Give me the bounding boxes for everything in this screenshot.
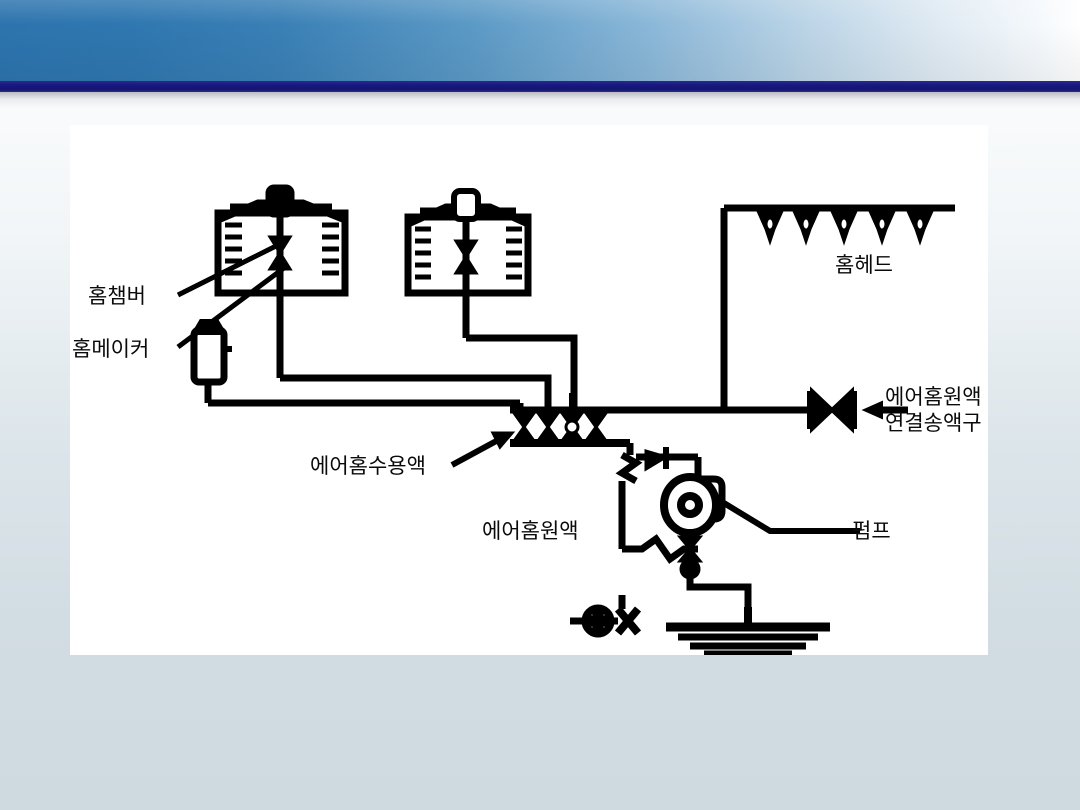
- cross-valve: [614, 606, 642, 636]
- annotation-arrows: [450, 400, 908, 468]
- check-valve-top: [644, 447, 670, 472]
- diagram-panel: 홈챔버 홈메이커 홈헤드 에어홈원액 연결송액구 에어홈수용액 에어홈원액 펌프: [70, 125, 988, 655]
- foam-head-3: [829, 209, 859, 246]
- foam-head-1: [755, 209, 785, 246]
- foam-head-4: [867, 209, 897, 246]
- manifold-valve-1: [511, 411, 537, 443]
- foam-chamber-2: [404, 188, 532, 338]
- gate-valve-inlet: [724, 386, 857, 434]
- foam-chamber-2-hatch-right: [506, 226, 522, 280]
- label-inlet-line2: 연결송액구: [885, 411, 982, 435]
- manifold-valve-4: [583, 411, 609, 443]
- globe-valve-concentrate: [581, 604, 615, 638]
- manifold-valve-2: [535, 393, 561, 443]
- leader-lines: [176, 240, 290, 350]
- pump-body: [660, 473, 726, 537]
- foam-head-group: [720, 204, 955, 410]
- foam-chamber-2-hatch-left: [415, 226, 431, 280]
- foam-system-diagram: 홈챔버 홈메이커 홈헤드 에어홈원액 연결송액구 에어홈수용액 에어홈원액 펌프: [70, 125, 988, 655]
- label-pump: 펌프: [852, 519, 891, 543]
- label-foam-chamber: 홈챔버: [88, 284, 146, 308]
- header-drop-shadow: [0, 92, 1080, 108]
- manifold-valve-3: [559, 393, 585, 443]
- header-gradient-band: [0, 0, 1080, 81]
- concentrate-branch: [570, 595, 642, 638]
- distribution-manifold: [510, 393, 724, 447]
- label-inlet-line1: 에어홈원액: [885, 385, 982, 409]
- label-foam-maker: 홈메이커: [72, 337, 149, 361]
- foam-head-2: [791, 209, 821, 246]
- header-band-sheen: [0, 0, 1080, 81]
- pump-skid: [615, 443, 860, 607]
- label-foam-concentrate: 에어홈원액: [482, 519, 579, 543]
- label-foam-solution: 에어홈수용액: [310, 454, 426, 478]
- foam-head-5: [905, 209, 935, 246]
- foam-chamber-1: [214, 184, 349, 378]
- foam-chamber-1-hatch-right: [322, 222, 339, 276]
- arrow-to-manifold: [450, 431, 516, 468]
- label-foam-head: 홈헤드: [835, 253, 893, 277]
- arrow-inlet-label: [861, 400, 908, 420]
- foam-chamber-1-hatch-left: [225, 222, 242, 276]
- water-source-symbol: [666, 607, 830, 655]
- header-navy-rule: [0, 81, 1080, 92]
